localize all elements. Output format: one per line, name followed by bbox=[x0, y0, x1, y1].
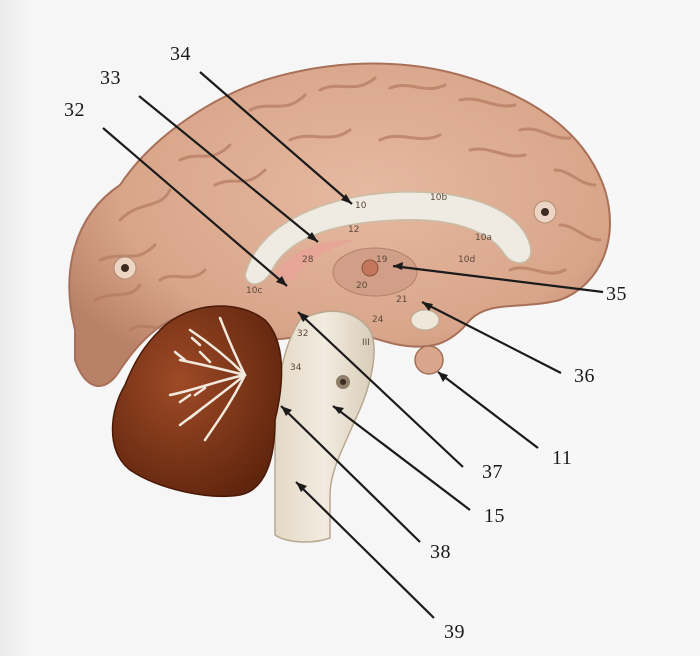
mark-21: 21 bbox=[396, 295, 407, 305]
callout-35: 35 bbox=[606, 283, 627, 305]
mark-20: 20 bbox=[356, 281, 368, 291]
arrowhead-34 bbox=[341, 194, 352, 204]
leader-lines bbox=[102, 71, 604, 619]
callout-11: 11 bbox=[552, 447, 573, 469]
arrowheads bbox=[276, 194, 448, 492]
optic-chiasm bbox=[410, 309, 440, 331]
cerebellum bbox=[111, 305, 283, 498]
callout-33: 33 bbox=[100, 67, 121, 89]
arrowhead-38 bbox=[281, 406, 292, 416]
callout-34: 34 bbox=[170, 43, 191, 65]
leader-line-35 bbox=[392, 264, 604, 294]
arrowhead-11 bbox=[438, 372, 448, 382]
arrowhead-15 bbox=[333, 406, 344, 414]
gyri-texture bbox=[93, 76, 602, 332]
mark-10a: 10a bbox=[475, 233, 492, 243]
arrowhead-35 bbox=[393, 262, 403, 270]
mark-10c: 10c bbox=[246, 286, 262, 296]
model-pins bbox=[113, 200, 557, 280]
leader-line-37 bbox=[297, 311, 464, 468]
arrowhead-39 bbox=[296, 482, 307, 492]
mark-iii: III bbox=[362, 338, 370, 348]
callout-15: 15 bbox=[484, 505, 505, 527]
leader-line-36 bbox=[421, 301, 562, 374]
callout-32: 32 bbox=[64, 99, 85, 121]
mark-24: 24 bbox=[372, 315, 384, 325]
leader-line-38 bbox=[280, 405, 421, 543]
leader-line-33 bbox=[138, 95, 319, 243]
mark-32: 32 bbox=[297, 329, 308, 339]
leader-line-11 bbox=[437, 371, 539, 449]
arrowhead-32 bbox=[276, 276, 287, 286]
fornix bbox=[275, 240, 355, 282]
leader-line-15 bbox=[332, 405, 471, 511]
mark-10d: 10d bbox=[458, 255, 475, 265]
mark-10: 10 bbox=[355, 201, 367, 211]
leader-line-34 bbox=[199, 71, 353, 205]
callout-37: 37 bbox=[482, 461, 503, 483]
mark-19: 19 bbox=[376, 255, 388, 265]
arrowhead-36 bbox=[422, 302, 433, 311]
mark-10b: 10b bbox=[430, 193, 447, 203]
callout-36: 36 bbox=[574, 365, 595, 387]
mark-28: 28 bbox=[302, 255, 314, 265]
corpus-callosum bbox=[244, 191, 532, 285]
arrowhead-37 bbox=[298, 312, 309, 322]
arbor-vitae bbox=[168, 316, 247, 442]
callout-38: 38 bbox=[430, 541, 451, 563]
leader-line-32 bbox=[102, 127, 288, 287]
arrowhead-33 bbox=[307, 232, 318, 242]
mark-34: 34 bbox=[290, 363, 302, 373]
mark-12: 12 bbox=[348, 225, 359, 235]
model-markings: 12 19 20 21 24 28 32 10c 10b 10a 10d 34 … bbox=[246, 193, 492, 373]
callout-39: 39 bbox=[444, 621, 465, 643]
pituitary-gland bbox=[414, 345, 444, 375]
leader-line-39 bbox=[295, 481, 435, 619]
